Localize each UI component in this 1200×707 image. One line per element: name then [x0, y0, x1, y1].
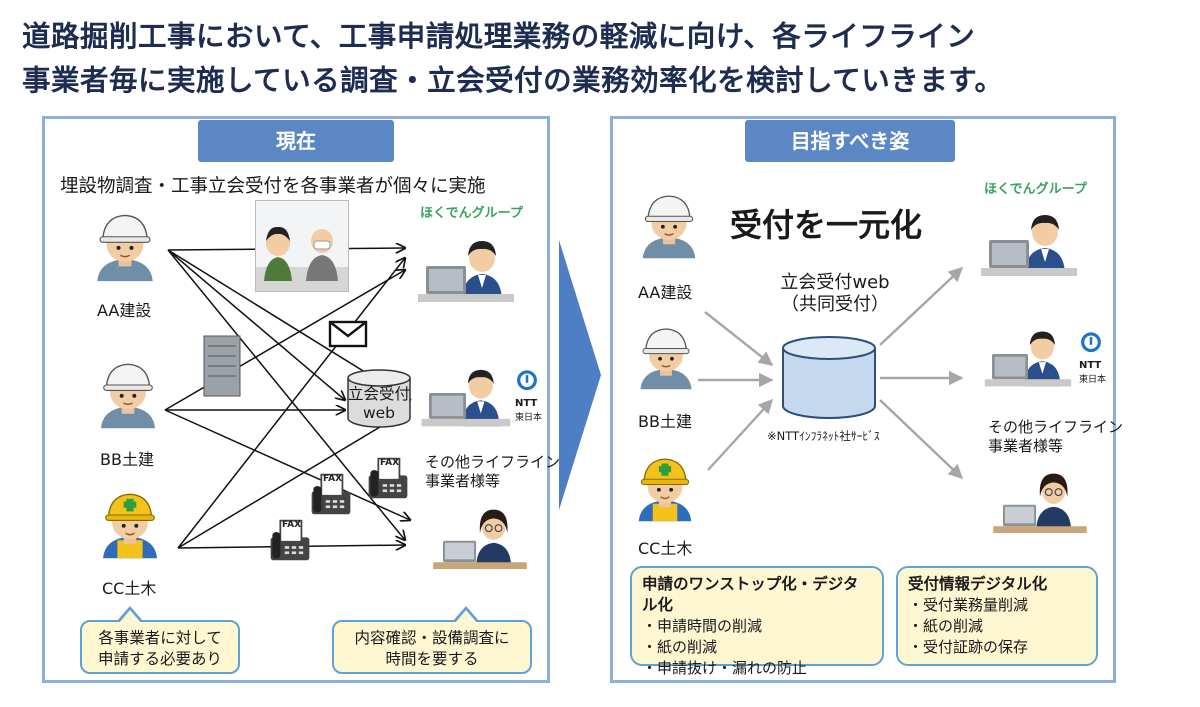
benefit-onestop-item: ・申請時間の削減	[642, 617, 763, 635]
applicant-cc-label-right: CC土木	[638, 539, 693, 558]
current-state-subtitle: 埋設物調査・工事立会受付を各事業者が個々に実施	[60, 176, 486, 197]
fax-label: FAX	[380, 458, 400, 468]
counter-staff-icon	[256, 226, 348, 291]
current-state-label: 現在	[198, 120, 394, 162]
office-worker-laptop-icon	[978, 318, 1078, 390]
benefit-onestop-item: ・紙の削減	[642, 638, 718, 656]
fax-label: FAX	[323, 474, 343, 484]
office-worker-laptop-icon	[978, 200, 1080, 280]
callout-applicant-burden: 各事業者に対して 申請する必要あり	[80, 606, 240, 674]
benefit-onestop-box: 申請のワンストップ化・デジタル化 ・申請時間の削減 ・紙の削減 ・申請抜け・漏れ…	[630, 566, 884, 677]
worker-yellow-icon	[630, 448, 700, 528]
envelope-icon	[328, 320, 368, 348]
target-state-label: 目指すべき姿	[745, 120, 955, 162]
hokuden-logo: ほくでんグループ	[984, 182, 1087, 197]
hokuden-logo: ほくでんグループ	[420, 206, 523, 221]
db-label: 立会受付 web	[347, 385, 410, 422]
benefit-onestop-heading: 申請のワンストップ化・デジタル化	[642, 575, 859, 614]
ntt-logo-text: NTT	[515, 398, 538, 409]
other-lifelines-label: その他ライフライン 事業者様等	[425, 453, 561, 490]
applicant-aa-label-right: AA建設	[638, 283, 693, 302]
shared-reception-title: 立会受付web （共同受付）	[780, 272, 890, 315]
fax-label: FAX	[282, 520, 302, 530]
database-cylinder-icon	[347, 369, 411, 428]
applicant-aa-label: AA建設	[97, 301, 152, 320]
transition-arrow	[559, 240, 601, 510]
applicant-bb-label-right: BB土建	[638, 412, 692, 431]
counter-scene	[255, 200, 349, 292]
page-title-line2: 事業者毎に実施している調査・立会受付の業務効率化を検討していきます。	[22, 64, 1004, 97]
callout-verification-time: 内容確認・設備調査に 時間を要する	[332, 606, 532, 674]
worker-icon	[632, 318, 700, 396]
benefit-digital-heading: 受付情報デジタル化	[908, 575, 1048, 593]
benefit-onestop-item: ・申請抜け・漏れの防止	[642, 659, 808, 677]
benefit-digital-item: ・紙の削減	[908, 617, 984, 635]
benefit-digital-item: ・受付証跡の保存	[908, 638, 1029, 656]
server-icon	[203, 335, 241, 397]
database-cylinder-icon	[782, 336, 876, 419]
applicant-cc-label: CC土木	[102, 579, 157, 598]
other-lifelines-label-right: その他ライフライン 事業者様等	[988, 418, 1124, 455]
unified-reception-headline: 受付を一元化	[730, 206, 923, 244]
ntt-logo-text: NTT	[1079, 360, 1102, 371]
benefit-digital-box: 受付情報デジタル化 ・受付業務量削減 ・紙の削減 ・受付証跡の保存	[896, 566, 1098, 666]
page-title-line1: 道路掘削工事において、工事申請処理業務の軽減に向け、各ライフライン	[22, 20, 976, 53]
ntt-service-note: ※NTTｲﾝﾌﾗﾈｯﾄ社ｻｰﾋﾞｽ	[767, 429, 880, 443]
benefit-digital-item: ・受付業務量削減	[908, 596, 1029, 614]
applicant-bb-label: BB土建	[100, 450, 154, 469]
ntt-logo-subtext: 東日本	[1079, 375, 1107, 385]
worker-icon	[634, 186, 704, 264]
office-worker-female-icon	[990, 458, 1090, 536]
ntt-logo-subtext: 東日本	[515, 413, 543, 423]
